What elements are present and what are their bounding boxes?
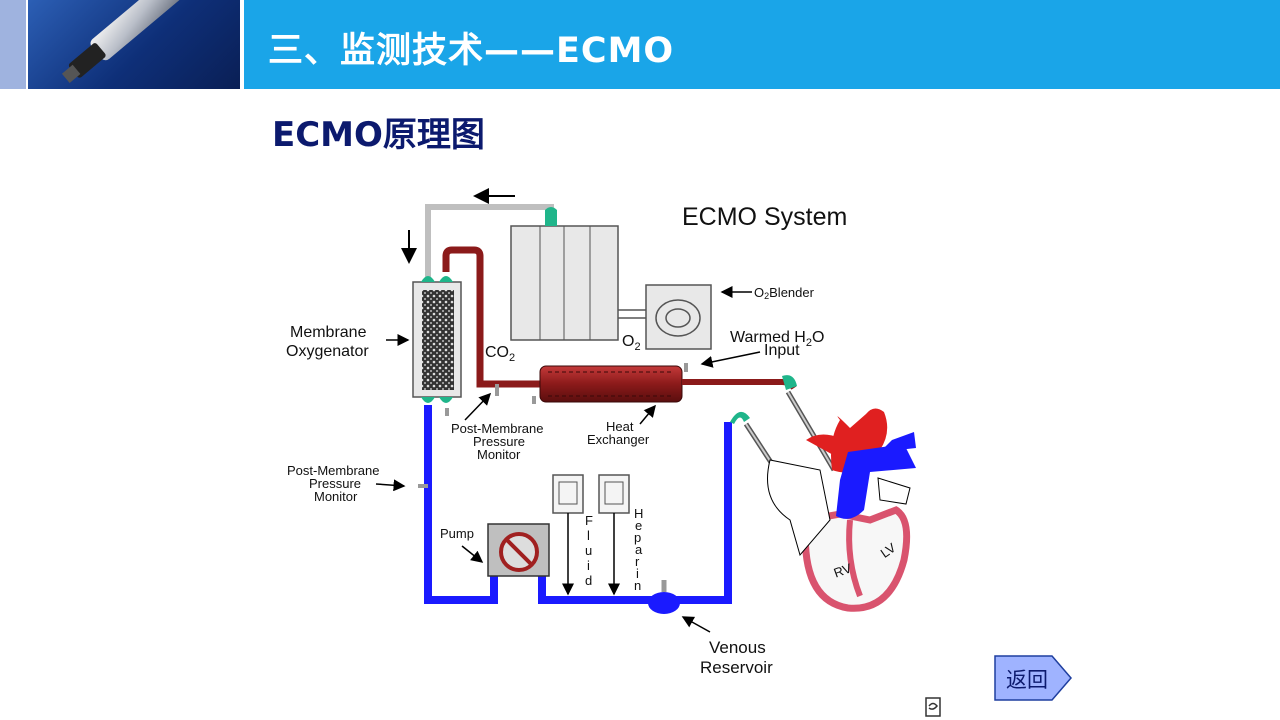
svg-text:Monitor: Monitor — [314, 489, 358, 504]
svg-text:u: u — [585, 543, 592, 558]
svg-text:n: n — [634, 578, 641, 593]
svg-text:Input: Input — [764, 342, 800, 359]
svg-text:Warmed H2O: Warmed H2O — [730, 329, 824, 349]
svg-text:d: d — [585, 573, 592, 588]
back-button[interactable]: 返回 — [994, 655, 1072, 701]
svg-text:O2Blender: O2Blender — [754, 285, 815, 301]
svg-text:H: H — [634, 506, 643, 521]
svg-text:CO2: CO2 — [485, 344, 515, 364]
back-button-label: 返回 — [1006, 668, 1048, 692]
svg-text:l: l — [587, 528, 590, 543]
arterial-line — [442, 246, 540, 388]
header-left-strip — [0, 0, 26, 89]
svg-text:RV: RV — [832, 560, 854, 580]
svg-text:i: i — [587, 558, 590, 573]
svg-text:Reservoir: Reservoir — [700, 658, 773, 677]
ecmo-diagram: ECMO System O2Blender Membrane Oxygenato… — [286, 188, 916, 677]
svg-text:r: r — [635, 554, 640, 569]
venous-reservoir — [648, 592, 680, 614]
slide-subtitle: ECMO原理图 — [272, 115, 485, 155]
header-photo — [28, 0, 240, 89]
svg-text:Post-Membrane: Post-Membrane — [451, 421, 543, 436]
svg-text:Pressure: Pressure — [473, 434, 525, 449]
heart-illustration: RV LV — [767, 408, 916, 612]
svg-text:Pressure: Pressure — [309, 476, 361, 491]
svg-text:e: e — [635, 518, 642, 533]
svg-text:O2: O2 — [622, 333, 641, 353]
svg-text:Membrane: Membrane — [290, 324, 367, 341]
svg-text:i: i — [636, 566, 639, 581]
svg-text:Pump: Pump — [440, 526, 474, 541]
svg-text:a: a — [635, 542, 643, 557]
svg-text:Oxygenator: Oxygenator — [286, 343, 369, 360]
svg-text:Venous: Venous — [709, 638, 766, 657]
slide-title: 三、监测技术——ECMO — [268, 31, 675, 71]
svg-text:Post-Membrane: Post-Membrane — [287, 463, 379, 478]
svg-text:Exchanger: Exchanger — [587, 432, 650, 447]
svg-text:Heat: Heat — [606, 419, 634, 434]
heat-exchanger — [539, 365, 683, 403]
svg-text:F: F — [585, 513, 593, 528]
svg-text:Monitor: Monitor — [477, 447, 521, 462]
system-title: ECMO System — [682, 203, 847, 231]
svg-text:p: p — [634, 530, 641, 545]
header-bar — [244, 0, 1280, 89]
page-mark-icon — [925, 697, 941, 717]
